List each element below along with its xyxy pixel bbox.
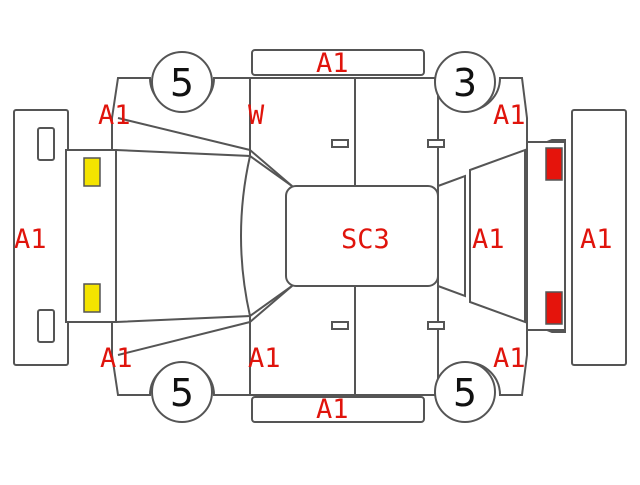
right-rear-quarter-damage: A1 <box>493 343 526 374</box>
rear-lamp-top <box>545 147 563 181</box>
rear-bumper-damage: A1 <box>580 224 613 255</box>
left-rocker-panel <box>251 49 425 76</box>
tire-left-front-grade: 5 <box>170 61 194 105</box>
left-rocker-damage: A1 <box>316 48 349 79</box>
rear-lamp-bottom <box>545 291 563 325</box>
rear-bumper <box>571 109 627 366</box>
right-front-door-damage: A1 <box>248 343 281 374</box>
front-lamp-bottom <box>83 283 101 313</box>
tire-right-front-grade: 5 <box>170 371 194 415</box>
front-bumper-damage: A1 <box>14 224 47 255</box>
tire-right-rear: 5 <box>434 361 496 423</box>
left-front-fender-damage: A1 <box>98 100 131 131</box>
rear-panel-damage: A1 <box>472 224 505 255</box>
windshield-damage: W <box>248 100 265 131</box>
left-rear-quarter-damage: A1 <box>493 100 526 131</box>
tire-right-front: 5 <box>151 361 213 423</box>
tire-left-front: 5 <box>151 51 213 113</box>
tire-right-rear-grade: 5 <box>453 371 477 415</box>
right-rocker-damage: A1 <box>316 394 349 425</box>
roof-damage: SC3 <box>341 224 390 255</box>
front-lamp-top <box>83 157 101 187</box>
tire-left-rear: 3 <box>434 51 496 113</box>
right-rocker-panel <box>251 396 425 423</box>
tire-left-rear-grade: 3 <box>453 61 477 105</box>
right-front-fender-damage: A1 <box>100 343 133 374</box>
